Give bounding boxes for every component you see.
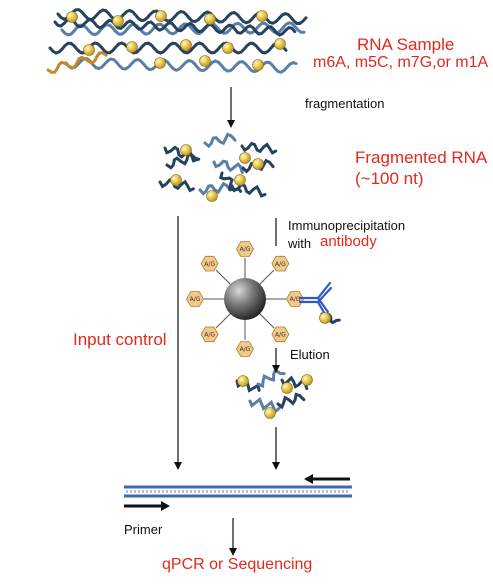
rna-strand: [53, 16, 297, 37]
modification-ball: [170, 174, 182, 186]
bead-hexagon-label: A/G: [240, 346, 251, 353]
rna-strand: [256, 368, 286, 389]
bead-hexagon-label: A/G: [240, 246, 251, 253]
bead-hexagon-label: A/G: [204, 332, 215, 339]
modification-ball: [204, 13, 216, 25]
dna-duplex: [124, 485, 352, 498]
elution-label: Elution: [290, 347, 330, 362]
modification-ball: [199, 55, 211, 67]
fragmented-rna-title: Fragmented RNA: [355, 148, 488, 167]
modification-ball: [274, 38, 286, 50]
eluted-rna-fragments: [235, 368, 313, 419]
protein-ag-hexagon: A/G: [186, 291, 204, 307]
antibody-bead-complex: A/G A/G A/G A/G A/G A/G A/G A/G: [186, 241, 341, 357]
bead-hexagon-label: A/G: [290, 296, 301, 303]
rna-strand: [158, 178, 195, 193]
bead-linker: [215, 269, 232, 286]
fragmented-rna-strands: [158, 132, 278, 202]
rna-sample-strands: [46, 8, 308, 74]
modification-ball: [180, 39, 192, 51]
modification-ball: [234, 174, 246, 186]
fragmentation-label: fragmentation: [305, 96, 385, 111]
antibody-icon: [298, 281, 333, 318]
modification-ball: [264, 407, 276, 419]
protein-ag-hexagon: A/G: [200, 326, 219, 343]
modification-ball: [252, 158, 264, 170]
rna-strand: [276, 392, 306, 410]
protein-ag-hexagon: A/G: [271, 255, 290, 272]
fragment-size-note: (~100 nt): [355, 169, 424, 188]
bead-linker: [215, 312, 232, 329]
modification-ball: [239, 152, 251, 164]
protein-ag-hexagon: A/G: [236, 241, 254, 257]
modification-ball: [252, 59, 264, 71]
rna-strand: [212, 159, 244, 174]
modification-ball: [180, 144, 192, 156]
rna-strand: [203, 132, 237, 149]
rna-strand: [240, 141, 278, 155]
bead-hexagon-label: A/G: [275, 332, 286, 339]
modification-ball: [237, 375, 249, 387]
rna-sample-modifications: m6A, m5C, m7G,or m1A: [313, 54, 489, 71]
bead-linker: [258, 269, 275, 286]
modification-ball: [206, 190, 218, 202]
rna-strand: [219, 171, 243, 193]
rna-strand: [165, 152, 201, 170]
modification-ball: [281, 382, 293, 394]
modification-ball: [319, 312, 331, 324]
modification-ball: [83, 44, 95, 56]
rna-strand: [198, 181, 232, 196]
rna-strand: [248, 396, 281, 415]
modification-ball: [301, 374, 313, 386]
immunoprecipitation-with: with: [288, 236, 312, 251]
modification-ball: [155, 10, 167, 22]
input-control-label: Input control: [73, 330, 167, 349]
modification-ball: [154, 57, 166, 69]
antibody-label: antibody: [320, 233, 377, 250]
immunoprecipitation-label: Immunoprecipitation: [288, 218, 406, 233]
bead-hexagon-label: A/G: [275, 261, 286, 268]
protein-ag-hexagon: A/G: [271, 326, 290, 343]
rna-sample-title: RNA Sample: [357, 35, 455, 54]
modification-ball: [126, 41, 138, 53]
protein-ag-hexagon: A/G: [236, 341, 254, 357]
output-label: qPCR or Sequencing: [162, 556, 313, 573]
bead-hexagon-label: A/G: [204, 261, 215, 268]
bead-hexagon-label: A/G: [190, 296, 201, 303]
primer-label: Primer: [124, 522, 163, 537]
modification-ball: [256, 10, 268, 22]
modification-ball: [112, 15, 124, 27]
rna-strand: [46, 51, 108, 74]
modification-ball: [66, 11, 78, 23]
modification-ball: [222, 42, 234, 54]
magnetic-bead: [224, 278, 266, 320]
bead-linker: [258, 312, 275, 329]
protein-ag-hexagon: A/G: [200, 255, 219, 272]
